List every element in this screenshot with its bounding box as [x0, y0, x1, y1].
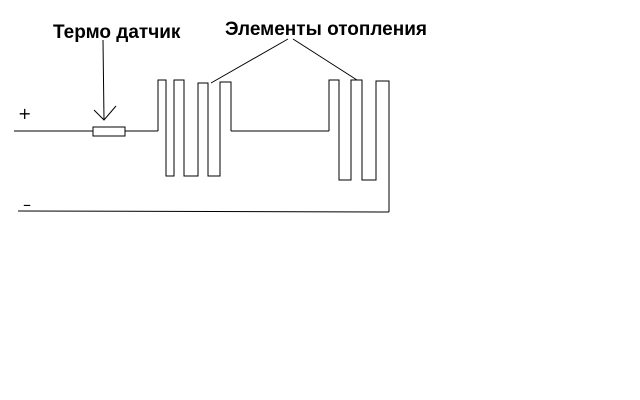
heaters-pointer-lines — [210, 38, 358, 84]
heater-element-group-2 — [328, 79, 390, 212]
thermo-sensor — [92, 126, 126, 137]
minus-terminal-sign: – — [23, 195, 31, 214]
negative-wire — [17, 210, 390, 213]
heater-element-group-1 — [157, 79, 232, 177]
sensor-label: Термо датчик — [53, 22, 181, 43]
heaters-label: Элементы отопления — [225, 19, 427, 40]
plus-terminal-sign: + — [18, 104, 31, 123]
sensor-arrow — [93, 39, 117, 121]
